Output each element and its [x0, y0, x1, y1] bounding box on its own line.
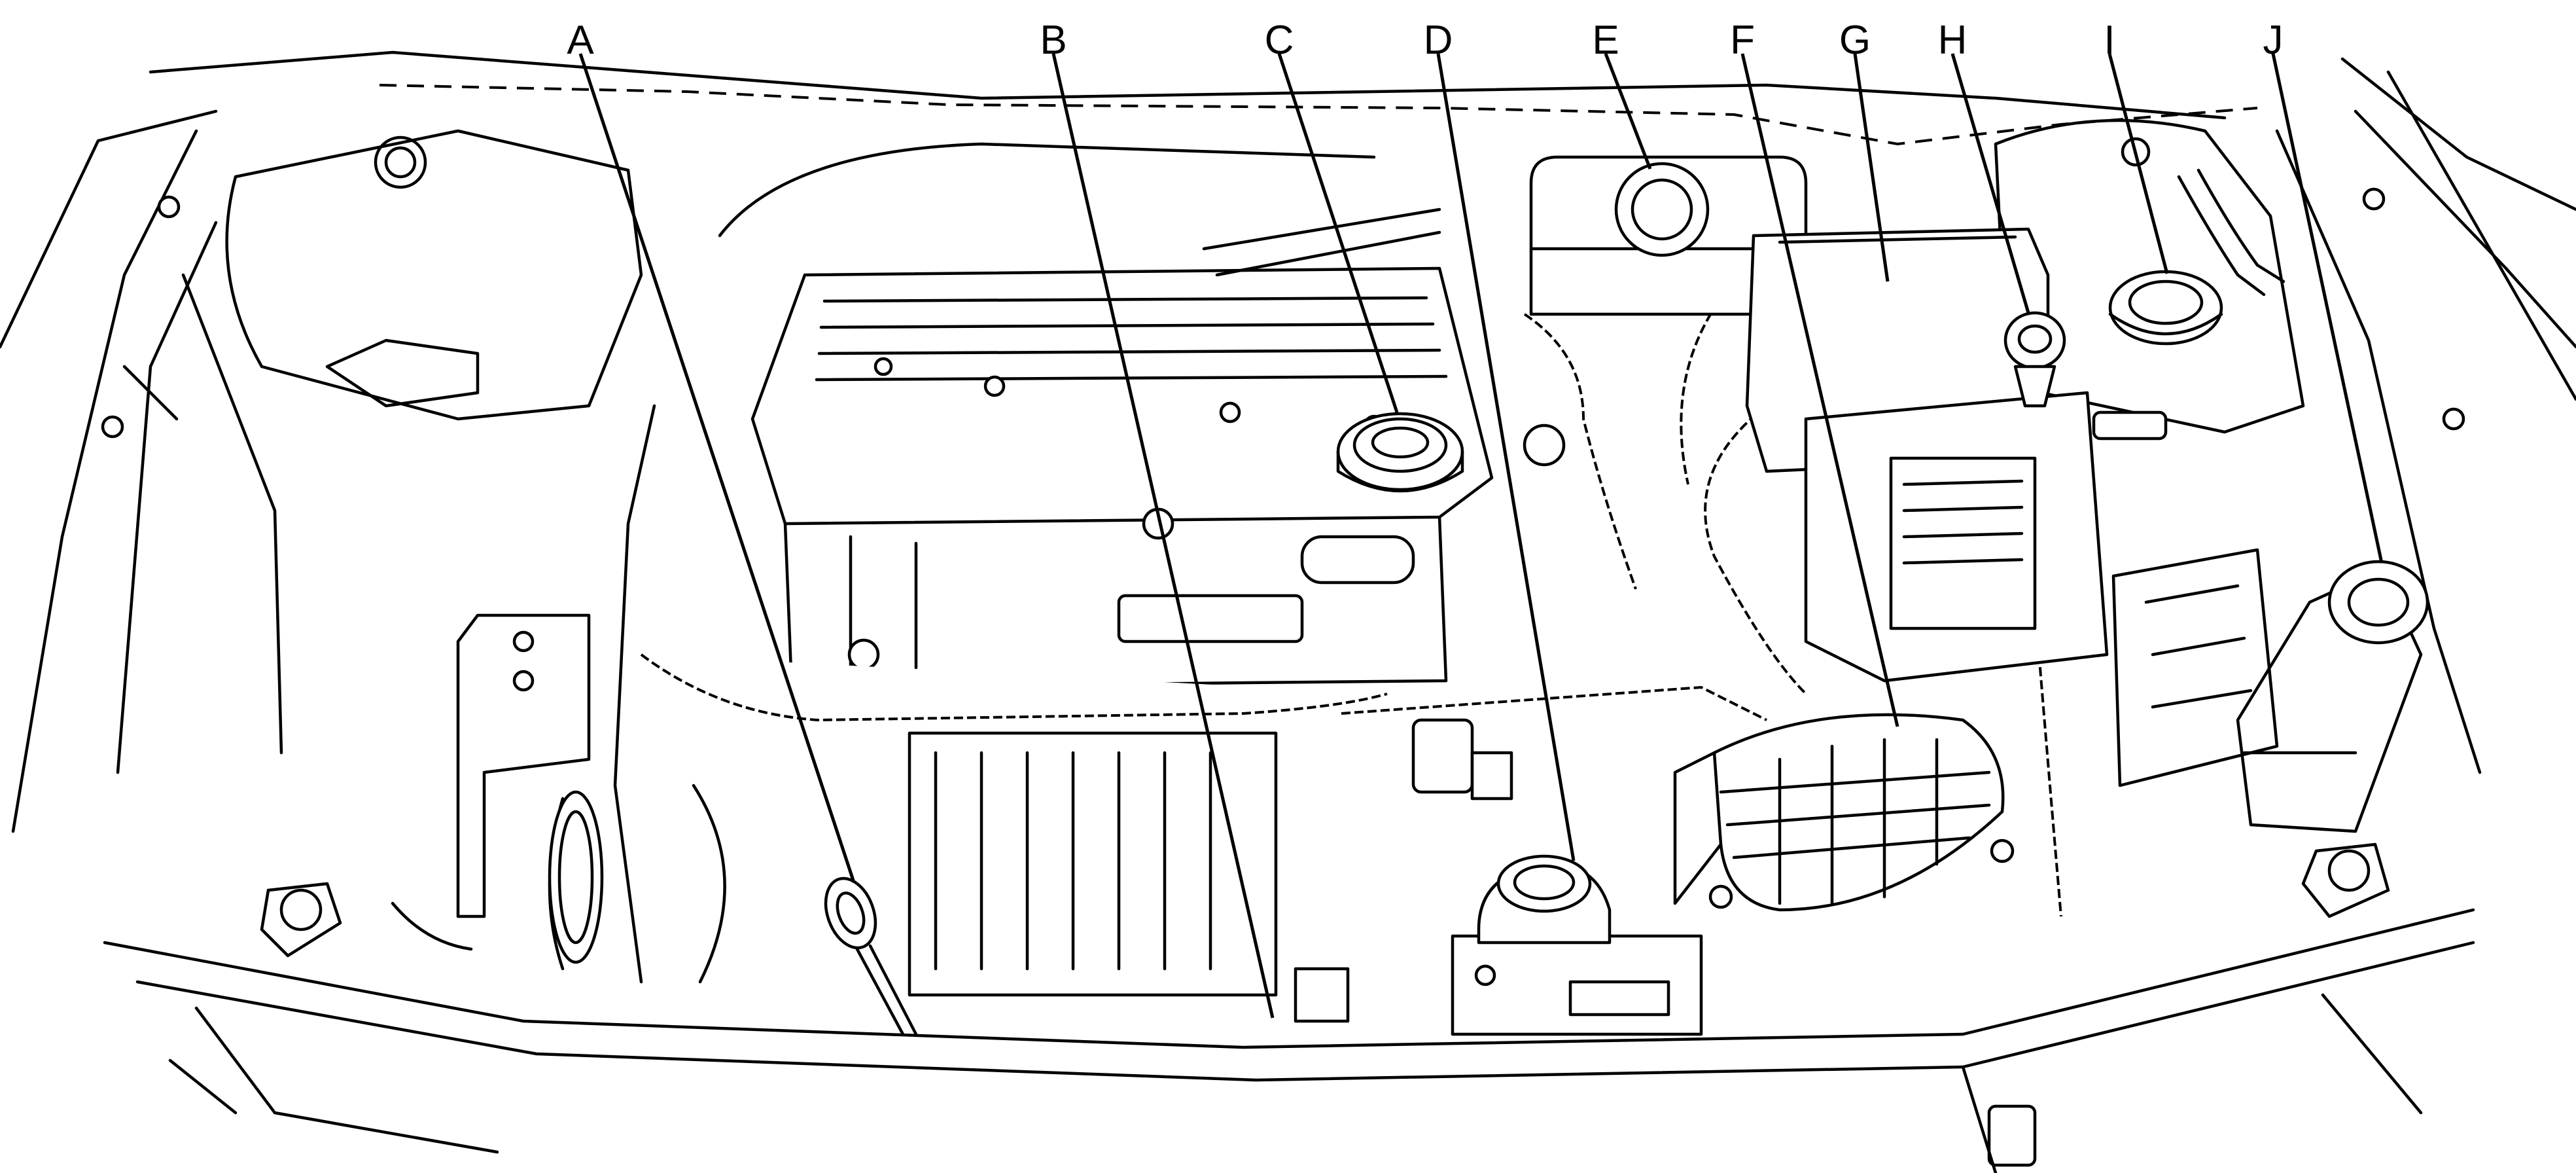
callout-labels: A B C D E F G H I J [567, 18, 2283, 63]
coolant-reservoir [1529, 155, 1808, 316]
leader-lines [578, 53, 2384, 1019]
leader-f [1740, 53, 1899, 727]
callout-a: A [567, 18, 594, 63]
washer-fluid-cap [2108, 168, 2285, 346]
leader-c [1277, 53, 1399, 413]
body-outline [0, 50, 2576, 1173]
leader-i [2108, 53, 2169, 274]
leader-a [578, 53, 856, 883]
leader-h [1950, 53, 2030, 314]
oil-dipstick [824, 876, 918, 1036]
callout-g: G [1839, 18, 1871, 63]
callout-h: H [1938, 18, 1967, 63]
leader-g [1853, 53, 1890, 282]
brake-fluid-reservoir [2003, 311, 2066, 408]
misc-connectors [391, 410, 2168, 1023]
air-intake-duct [1673, 713, 2005, 912]
leader-e [1604, 53, 1652, 170]
engine-block [456, 142, 1494, 997]
leader-j [2271, 53, 2384, 564]
oil-fill-cap [1336, 412, 1464, 493]
callout-c: C [1265, 18, 1294, 63]
underhood-fuse-block [1804, 391, 2109, 683]
washer-fluid-reservoir [2111, 548, 2429, 833]
leader-b [1051, 53, 1275, 1019]
leader-d [1436, 53, 1576, 861]
callout-j: J [2263, 18, 2284, 63]
callout-f: F [1730, 18, 1755, 63]
callout-b: B [1040, 18, 1067, 63]
callout-e: E [1592, 18, 1619, 63]
power-steering-reservoir [1451, 854, 1703, 1036]
callout-d: D [1424, 18, 1453, 63]
callout-i: I [2104, 18, 2115, 63]
